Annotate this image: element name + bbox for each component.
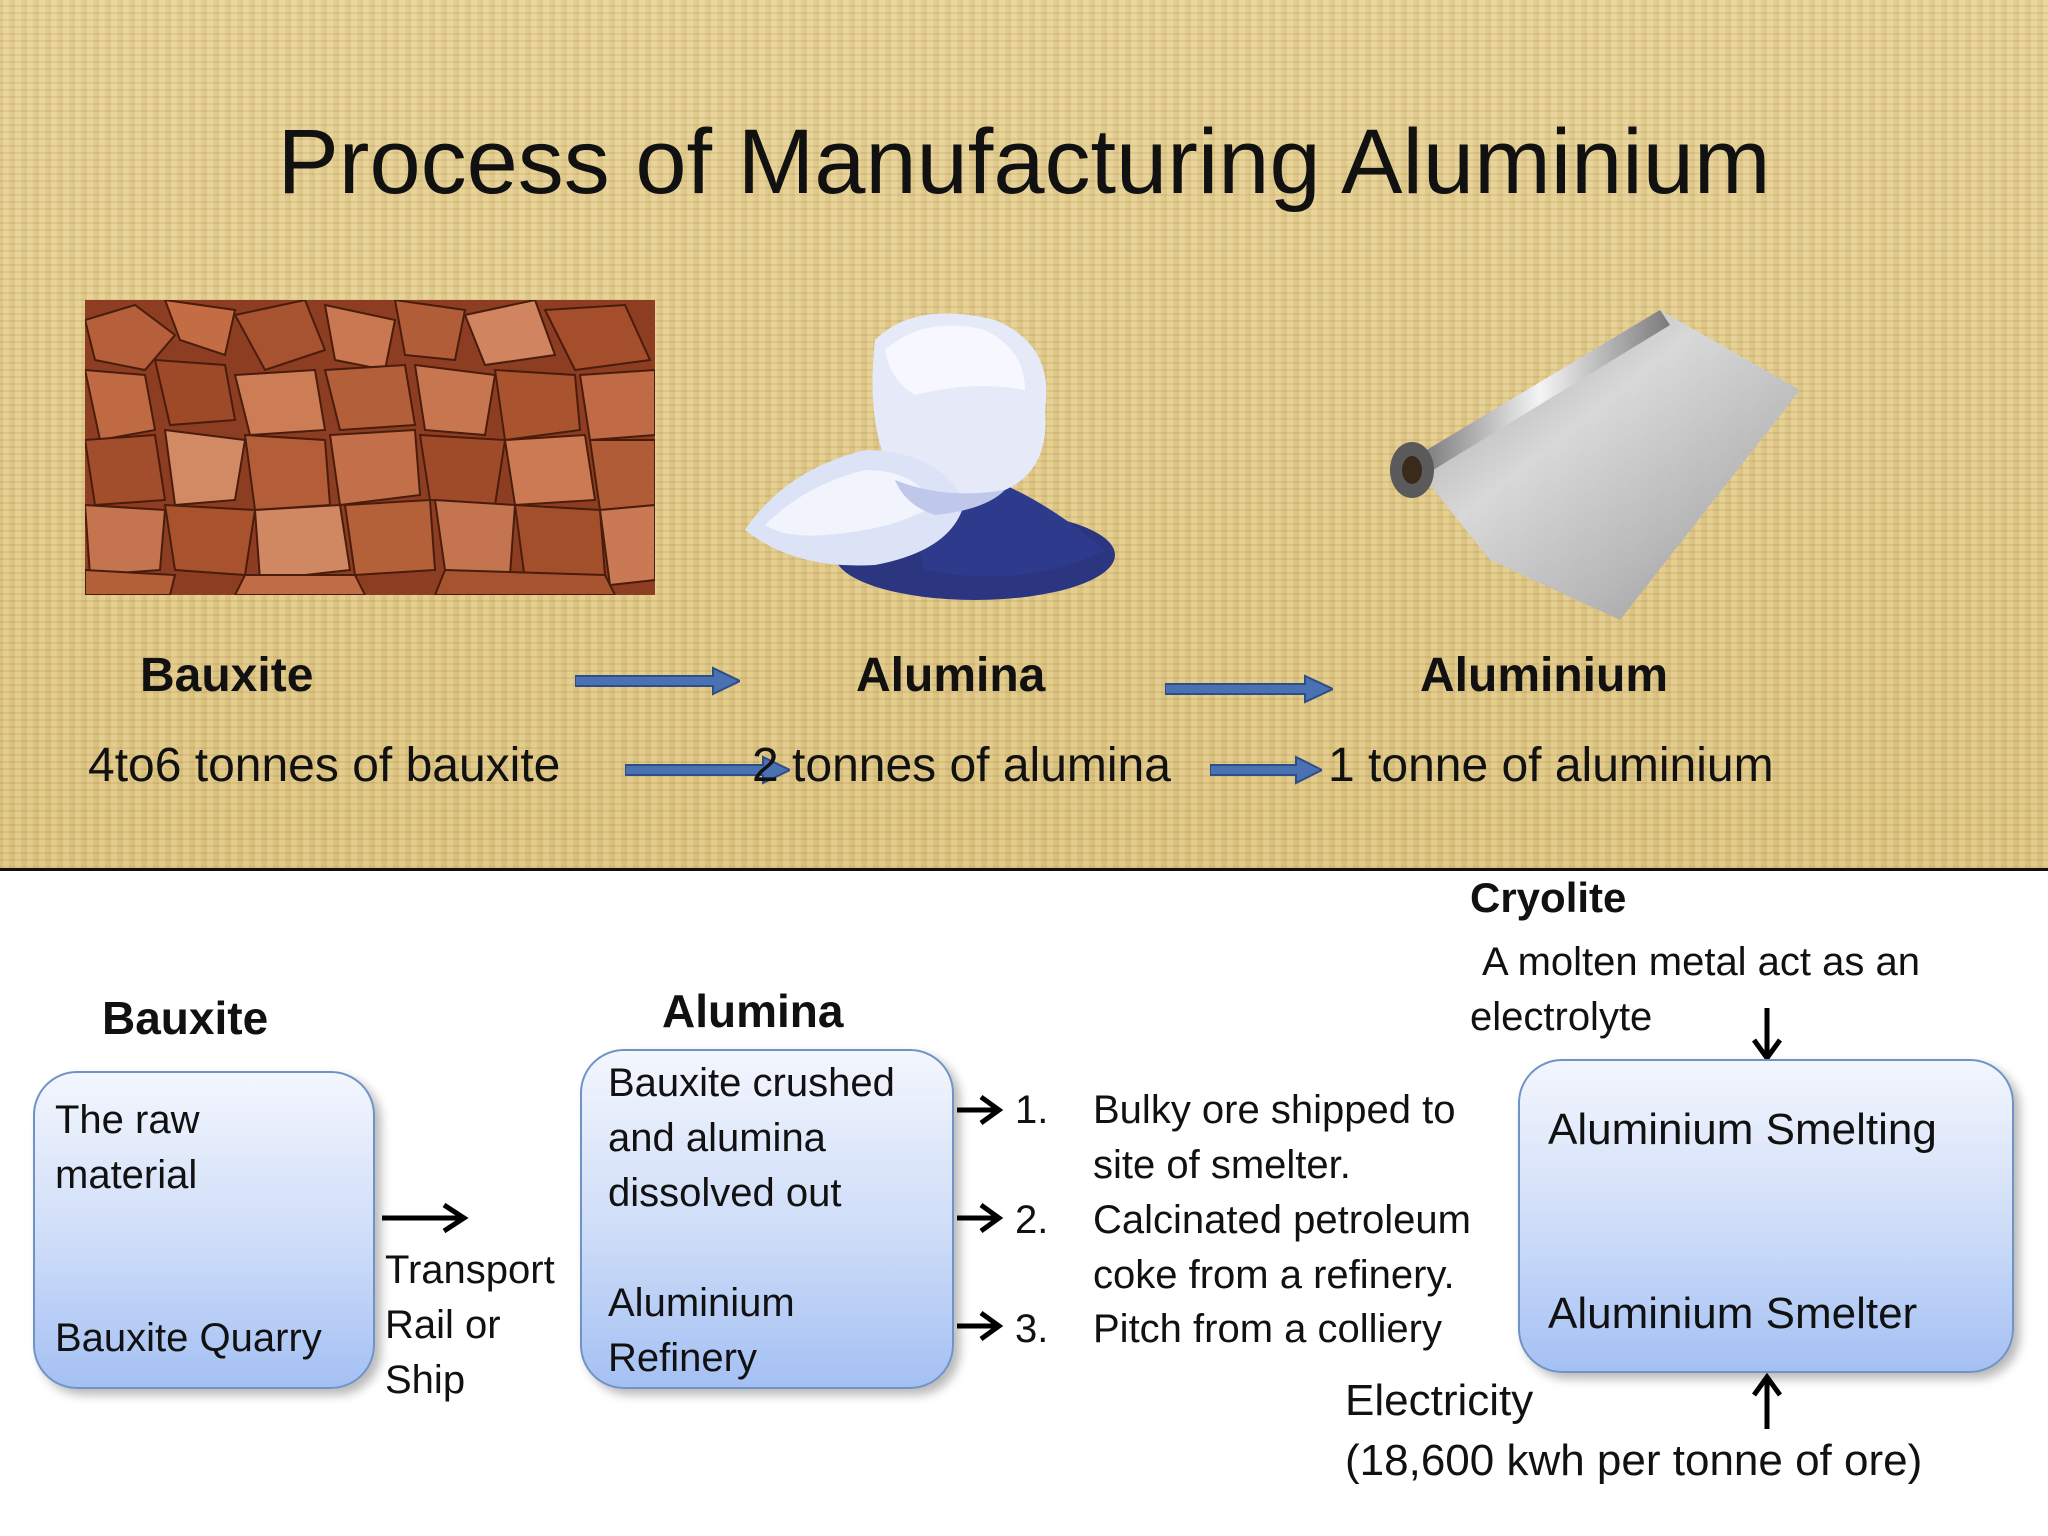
flow-heading-alumina: Alumina xyxy=(662,985,844,1037)
smelter-line1: Aluminium Smelting xyxy=(1548,1105,1937,1154)
bauxite-image xyxy=(83,298,656,596)
transport-line2: Rail or xyxy=(385,1303,501,1347)
bauxite-box-line1: The raw xyxy=(55,1098,200,1142)
bauxite-box xyxy=(33,1071,375,1389)
arrow-to-alumina xyxy=(380,1201,470,1240)
label-alumina: Alumina xyxy=(856,649,1046,702)
ratio-alumina: 2 tonnes of alumina xyxy=(752,739,1171,792)
alumina-box-line5: Refinery xyxy=(608,1336,757,1380)
cryolite-heading: Cryolite xyxy=(1470,874,1627,921)
electricity-line1: Electricity xyxy=(1345,1376,1534,1425)
page-title: Process of Manufacturing Aluminium xyxy=(277,111,1771,213)
arrow-electricity-up xyxy=(1750,1371,1784,1436)
step-2-number: 2. xyxy=(1015,1198,1049,1242)
step-1-line2: site of smelter. xyxy=(1093,1143,1351,1187)
flow-panel: Bauxite The raw material Bauxite Quarry … xyxy=(0,868,2048,1536)
alumina-image xyxy=(725,300,1125,600)
alumina-box-line2: and alumina xyxy=(608,1116,826,1160)
ratio-bauxite: 4to6 tonnes of bauxite xyxy=(88,739,561,792)
alumina-box-line1: Bauxite crushed xyxy=(608,1061,895,1105)
step-3-line1: Pitch from a colliery xyxy=(1093,1307,1442,1351)
ratio-arrow-1 xyxy=(624,755,793,790)
arrow-alumina-aluminium xyxy=(1164,674,1336,709)
bauxite-box-line2: material xyxy=(55,1153,198,1197)
step-2-line2: coke from a refinery. xyxy=(1093,1253,1455,1297)
alumina-box-line4: Aluminium xyxy=(608,1281,795,1325)
arrow-cryolite-down xyxy=(1750,1006,1784,1069)
flow-heading-bauxite: Bauxite xyxy=(102,992,269,1044)
transport-line1: Transport xyxy=(385,1248,555,1292)
transport-line3: Ship xyxy=(385,1358,466,1402)
alumina-box xyxy=(580,1049,954,1389)
step-1-line1: Bulky ore shipped to xyxy=(1093,1088,1456,1132)
cryolite-line1: A molten metal act as an xyxy=(1482,940,1921,984)
cryolite-line2: electrolyte xyxy=(1470,995,1653,1039)
arrow-step-2 xyxy=(955,1201,1005,1240)
top-panel: Process of Manufacturing Aluminium xyxy=(0,0,2048,868)
step-2-line1: Calcinated petroleum xyxy=(1093,1198,1471,1242)
smelter-box xyxy=(1518,1059,2014,1373)
ratio-arrow-2 xyxy=(1209,755,1325,790)
arrow-step-1 xyxy=(955,1093,1005,1132)
step-3-number: 3. xyxy=(1015,1307,1049,1351)
label-aluminium: Aluminium xyxy=(1420,649,1668,702)
bauxite-box-line3: Bauxite Quarry xyxy=(55,1316,322,1360)
arrow-bauxite-alumina xyxy=(574,666,743,701)
label-bauxite: Bauxite xyxy=(140,649,314,702)
aluminium-foil-image xyxy=(1370,300,1810,630)
step-1-number: 1. xyxy=(1015,1088,1049,1132)
ratio-aluminium: 1 tonne of aluminium xyxy=(1328,739,1774,792)
smelter-line2: Aluminium Smelter xyxy=(1548,1289,1918,1338)
electricity-line2: (18,600 kwh per tonne of ore) xyxy=(1345,1436,1923,1485)
arrow-step-3 xyxy=(955,1309,1005,1348)
alumina-box-line3: dissolved out xyxy=(608,1171,842,1215)
